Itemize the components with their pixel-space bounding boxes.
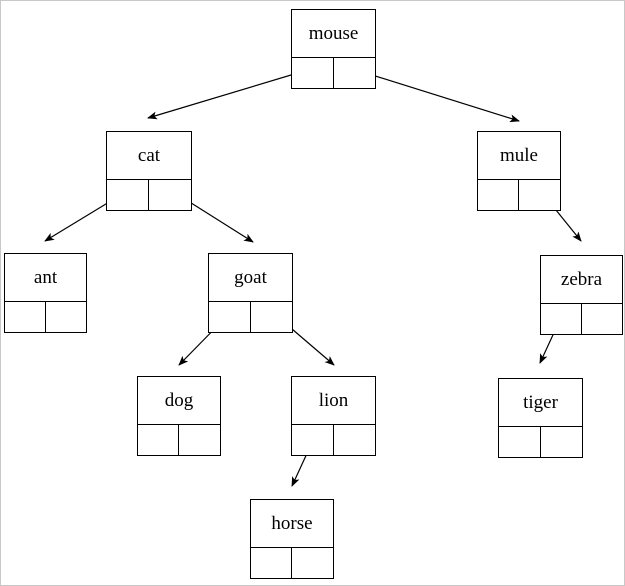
tree-node-dog[interactable]: dog	[137, 376, 221, 456]
node-label-goat: goat	[209, 254, 292, 302]
node-label-ant: ant	[5, 254, 86, 302]
node-pointers-ant	[5, 302, 86, 332]
tree-node-horse[interactable]: horse	[250, 499, 334, 579]
tree-node-goat[interactable]: goat	[208, 253, 293, 333]
node-right-pointer-zebra[interactable]	[582, 304, 623, 334]
node-left-pointer-ant[interactable]	[5, 302, 46, 332]
node-right-pointer-mule[interactable]	[519, 180, 560, 210]
node-left-pointer-dog[interactable]	[138, 425, 179, 455]
node-right-pointer-cat[interactable]	[149, 180, 191, 210]
node-label-mule: mule	[478, 132, 560, 180]
tree-node-mule[interactable]: mule	[477, 131, 561, 211]
node-pointers-dog	[138, 425, 220, 455]
node-left-pointer-mouse[interactable]	[292, 58, 334, 88]
node-left-pointer-goat[interactable]	[209, 302, 251, 332]
tree-node-lion[interactable]: lion	[291, 376, 376, 456]
node-label-tiger: tiger	[499, 379, 582, 427]
node-right-pointer-lion[interactable]	[334, 425, 376, 455]
node-left-pointer-lion[interactable]	[292, 425, 334, 455]
tree-node-cat[interactable]: cat	[106, 131, 192, 211]
node-left-pointer-cat[interactable]	[107, 180, 149, 210]
node-left-pointer-horse[interactable]	[251, 548, 292, 578]
node-left-pointer-mule[interactable]	[478, 180, 519, 210]
node-label-cat: cat	[107, 132, 191, 180]
node-label-mouse: mouse	[292, 10, 375, 58]
node-pointers-zebra	[541, 304, 622, 334]
node-right-pointer-goat[interactable]	[251, 302, 293, 332]
node-label-horse: horse	[251, 500, 333, 548]
node-pointers-lion	[292, 425, 375, 455]
tree-node-mouse[interactable]: mouse	[291, 9, 376, 89]
node-left-pointer-tiger[interactable]	[499, 427, 541, 457]
node-pointers-mouse	[292, 58, 375, 88]
node-left-pointer-zebra[interactable]	[541, 304, 582, 334]
node-label-dog: dog	[138, 377, 220, 425]
tree-node-zebra[interactable]: zebra	[540, 255, 623, 335]
node-label-zebra: zebra	[541, 256, 622, 304]
node-pointers-goat	[209, 302, 292, 332]
node-right-pointer-dog[interactable]	[179, 425, 220, 455]
node-pointers-tiger	[499, 427, 582, 457]
tree-node-tiger[interactable]: tiger	[498, 378, 583, 458]
node-right-pointer-horse[interactable]	[292, 548, 333, 578]
node-right-pointer-ant[interactable]	[46, 302, 87, 332]
node-pointers-mule	[478, 180, 560, 210]
node-pointers-horse	[251, 548, 333, 578]
node-pointers-cat	[107, 180, 191, 210]
node-right-pointer-mouse[interactable]	[334, 58, 376, 88]
tree-node-ant[interactable]: ant	[4, 253, 87, 333]
node-right-pointer-tiger[interactable]	[541, 427, 583, 457]
node-label-lion: lion	[292, 377, 375, 425]
tree-edge-mouse-left-cat	[147, 68, 312, 120]
tree-edge-mouse-right-mule	[352, 68, 520, 123]
